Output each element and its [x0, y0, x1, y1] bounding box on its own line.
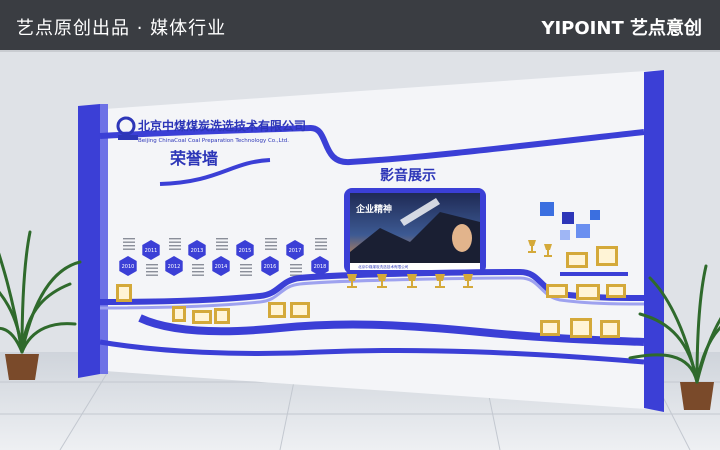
- timeline-text-line: [290, 274, 302, 276]
- timeline-text-line: [146, 264, 158, 266]
- timeline-text-line: [169, 238, 181, 240]
- trophy: [377, 274, 387, 288]
- plant-right: [628, 264, 720, 410]
- timeline-year: 2014: [215, 264, 228, 270]
- company-name-en: Beijing ChinaCoal Coal Preparation Techn…: [138, 138, 289, 144]
- timeline-text-line: [216, 245, 228, 247]
- timeline-hex: [119, 256, 137, 276]
- timeline-hex: [165, 256, 183, 276]
- timeline-hex: [311, 256, 329, 276]
- trophy-row: [347, 274, 473, 288]
- timeline-text-line: [290, 267, 302, 269]
- timeline-text-line: [192, 264, 204, 266]
- media-title: 影音展示: [380, 167, 436, 184]
- timeline-text-line: [192, 267, 204, 269]
- trophy: [407, 274, 417, 288]
- plant-left: [0, 230, 82, 380]
- banner-title: 艺点原创出品 · 媒体行业: [16, 18, 227, 39]
- small-trophies-right: [528, 240, 552, 257]
- timeline-year: 2013: [191, 248, 204, 254]
- timeline-text-line: [290, 271, 302, 273]
- banner-divider: [0, 50, 720, 52]
- lower-blue-band: [138, 314, 645, 346]
- timeline-text-line: [265, 241, 277, 243]
- trophy: [347, 274, 357, 288]
- timeline-text-line: [146, 267, 158, 269]
- brand-logo: YIPOINT 艺点意创: [541, 18, 702, 39]
- timeline-text-line: [146, 274, 158, 276]
- timeline-text-line: [240, 264, 252, 266]
- timeline-text-line: [240, 271, 252, 273]
- timeline-year: 2018: [314, 264, 327, 270]
- exhibition-scene: 北京中煤煤炭洗选技术有限公司 Beijing ChinaCoal Coal Pr…: [0, 52, 720, 450]
- timeline-text-line: [123, 245, 135, 247]
- timeline-text-line: [265, 245, 277, 247]
- timeline-text-line: [315, 238, 327, 240]
- timeline-text-line: [169, 248, 181, 250]
- timeline-year: 2015: [239, 248, 252, 254]
- timeline-text-line: [192, 274, 204, 276]
- timeline-text-line: [315, 245, 327, 247]
- timeline-hex: [188, 240, 206, 260]
- timeline-hex: [236, 240, 254, 260]
- trophy: [463, 274, 473, 288]
- timeline-text-line: [315, 241, 327, 243]
- timeline-text-line: [123, 238, 135, 240]
- decor-cubes: [540, 202, 600, 240]
- timeline-hex: [261, 256, 279, 276]
- trophy: [435, 274, 445, 288]
- top-wave-band: [99, 125, 645, 165]
- timeline-hex: [142, 240, 160, 260]
- timeline-hex: [286, 240, 304, 260]
- timeline: 2010 2011 2012 2013 2014 2015 2016 2017 2018: [119, 238, 329, 276]
- timeline-text-line: [169, 245, 181, 247]
- timeline-text-line: [123, 248, 135, 250]
- timeline-year: 2016: [264, 264, 277, 270]
- timeline-year: 2012: [168, 264, 181, 270]
- timeline-text-line: [240, 267, 252, 269]
- timeline-year: 2010: [122, 264, 135, 270]
- company-name-cn: 北京中煤煤炭洗选技术有限公司: [138, 118, 306, 133]
- screen-headline: 企业精神: [355, 203, 392, 215]
- timeline-text-line: [192, 271, 204, 273]
- timeline-hex: [212, 256, 230, 276]
- timeline-text-line: [216, 241, 228, 243]
- award-plaques-right: [540, 246, 628, 338]
- timeline-text-line: [265, 248, 277, 250]
- screen-caption: 北京中煤煤炭洗选技术有限公司: [358, 264, 409, 269]
- timeline-text-line: [315, 248, 327, 250]
- top-banner: 艺点原创出品 · 媒体行业 YIPOINT 艺点意创: [0, 0, 720, 52]
- company-logo: [116, 116, 138, 140]
- timeline-text-line: [216, 238, 228, 240]
- timeline-year: 2011: [145, 248, 158, 254]
- timeline-text-line: [146, 271, 158, 273]
- timeline-text-line: [169, 241, 181, 243]
- timeline-text-line: [216, 248, 228, 250]
- left-blue-frame: [78, 104, 100, 378]
- honor-wall-title: 荣誉墙: [169, 149, 218, 168]
- media-screen: [344, 188, 486, 274]
- timeline-text-line: [265, 238, 277, 240]
- timeline-text-line: [290, 264, 302, 266]
- right-blue-frame: [644, 70, 664, 412]
- award-plaques-left: [116, 284, 310, 324]
- timeline-text-line: [123, 241, 135, 243]
- timeline-text-line: [240, 274, 252, 276]
- timeline-year: 2017: [289, 248, 302, 254]
